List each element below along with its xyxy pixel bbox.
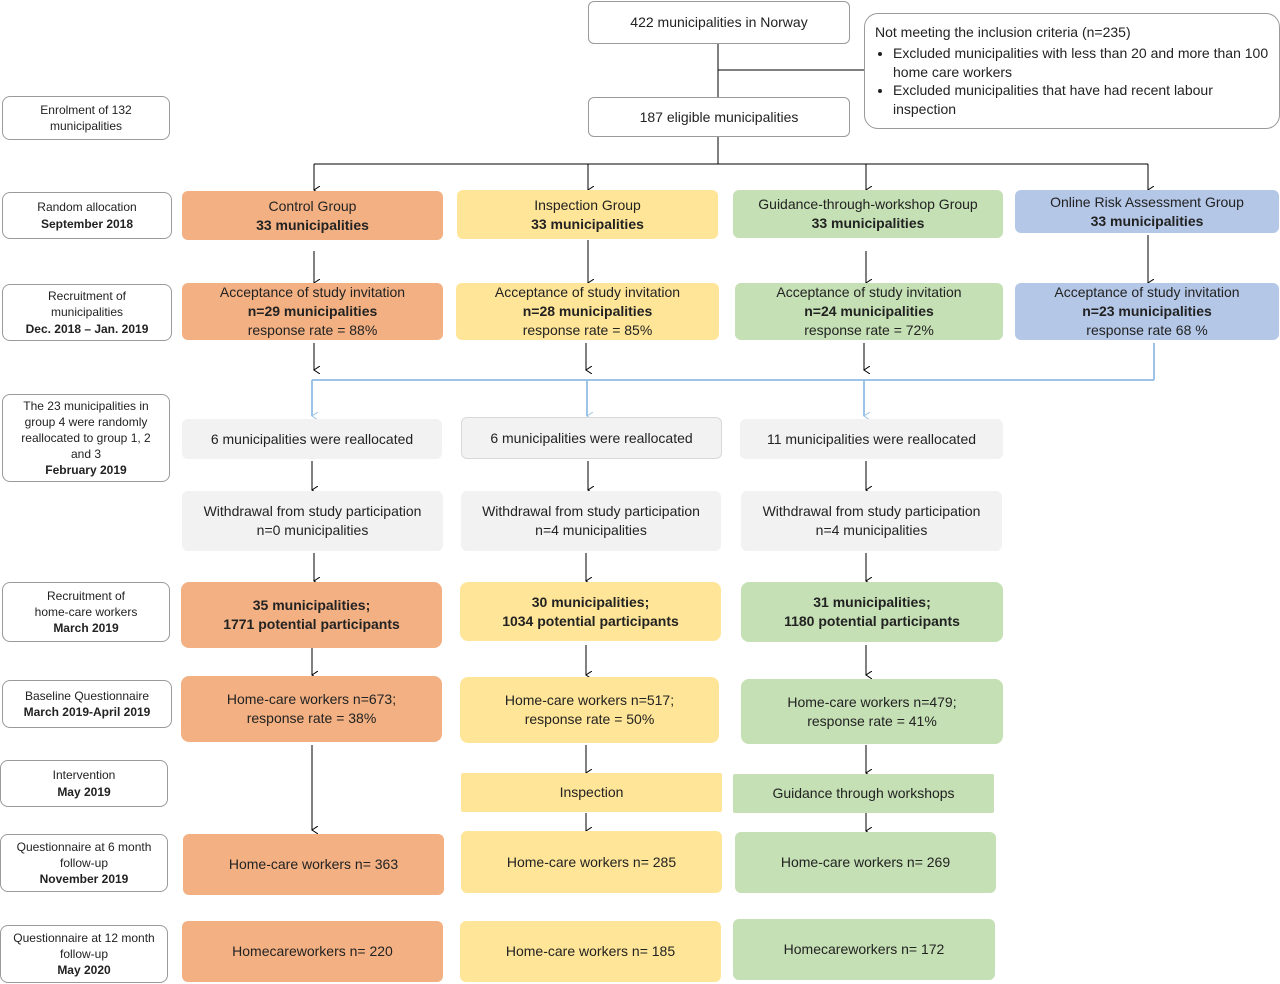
- inspection-acceptance-box: Acceptance of study invitation n=28 muni…: [456, 283, 719, 340]
- side-12-month: Questionnaire at 12 month follow-up May …: [0, 925, 168, 983]
- side-6-month: Questionnaire at 6 month follow-up Novem…: [0, 834, 168, 892]
- exclusion-item: Excluded municipalities that have had re…: [893, 81, 1269, 119]
- guidance-recruitment-box: 31 municipalities; 1180 potential partic…: [741, 582, 1003, 642]
- guidance-acceptance-box: Acceptance of study invitation n=24 muni…: [735, 283, 1003, 340]
- control-12-month-box: Homecareworkers n= 220: [182, 921, 443, 982]
- inspection-withdrawal-box: Withdrawal from study participation n=4 …: [461, 491, 721, 551]
- side-baseline: Baseline Questionnaire March 2019-April …: [2, 680, 172, 728]
- side-recruitment-hcw: Recruitment of home-care workers March 2…: [2, 582, 170, 642]
- side-intervention: Intervention May 2019: [0, 760, 168, 807]
- inspection-12-month-box: Home-care workers n= 185: [460, 921, 721, 982]
- norway-municipalities-text: 422 municipalities in Norway: [630, 14, 808, 31]
- exclusion-item: Excluded municipalities with less than 2…: [893, 44, 1269, 82]
- control-withdrawal-box: Withdrawal from study participation n=0 …: [182, 491, 443, 551]
- inspection-recruitment-box: 30 municipalities; 1034 potential partic…: [460, 582, 721, 641]
- eligible-municipalities-text: 187 eligible municipalities: [639, 108, 799, 125]
- inspection-6-month-box: Home-care workers n= 285: [461, 831, 722, 893]
- eligible-municipalities-box: 187 eligible municipalities: [588, 97, 850, 137]
- exclusion-title: Not meeting the inclusion criteria (n=23…: [875, 23, 1131, 40]
- guidance-withdrawal-box: Withdrawal from study participation n=4 …: [741, 491, 1002, 551]
- side-random-allocation: Random allocation September 2018: [2, 192, 172, 239]
- inspection-group-box: Inspection Group 33 municipalities: [457, 190, 718, 239]
- control-baseline-box: Home-care workers n=673; response rate =…: [181, 676, 442, 742]
- guidance-reallocation-box: 11 municipalities were reallocated: [740, 419, 1003, 459]
- side-reallocation: The 23 municipalities in group 4 were ra…: [2, 394, 170, 482]
- control-reallocation-box: 6 municipalities were reallocated: [182, 419, 442, 459]
- guidance-12-month-box: Homecareworkers n= 172: [733, 919, 995, 980]
- exclusion-list: Excluded municipalities with less than 2…: [875, 44, 1269, 120]
- inspection-reallocation-box: 6 municipalities were reallocated: [461, 417, 722, 459]
- guidance-intervention-box: Guidance through workshops: [733, 774, 994, 813]
- inspection-intervention-box: Inspection: [461, 773, 722, 812]
- inspection-baseline-box: Home-care workers n=517; response rate =…: [460, 677, 719, 743]
- guidance-baseline-box: Home-care workers n=479; response rate =…: [741, 679, 1003, 744]
- online-group-box: Online Risk Assessment Group 33 municipa…: [1015, 190, 1279, 233]
- exclusion-box: Not meeting the inclusion criteria (n=23…: [864, 13, 1280, 129]
- control-group-box: Control Group 33 municipalities: [182, 191, 443, 240]
- control-acceptance-box: Acceptance of study invitation n=29 muni…: [182, 283, 443, 340]
- guidance-group-box: Guidance-through-workshop Group 33 munic…: [733, 190, 1003, 238]
- guidance-6-month-box: Home-care workers n= 269: [735, 832, 996, 893]
- side-enrolment: Enrolment of 132 municipalities: [2, 96, 170, 140]
- control-recruitment-box: 35 municipalities; 1771 potential partic…: [181, 582, 442, 648]
- online-acceptance-box: Acceptance of study invitation n=23 muni…: [1015, 283, 1279, 340]
- norway-municipalities-box: 422 municipalities in Norway: [588, 1, 850, 44]
- control-6-month-box: Home-care workers n= 363: [183, 834, 444, 895]
- side-recruitment-municipalities: Recruitment of municipalities Dec. 2018 …: [2, 284, 172, 341]
